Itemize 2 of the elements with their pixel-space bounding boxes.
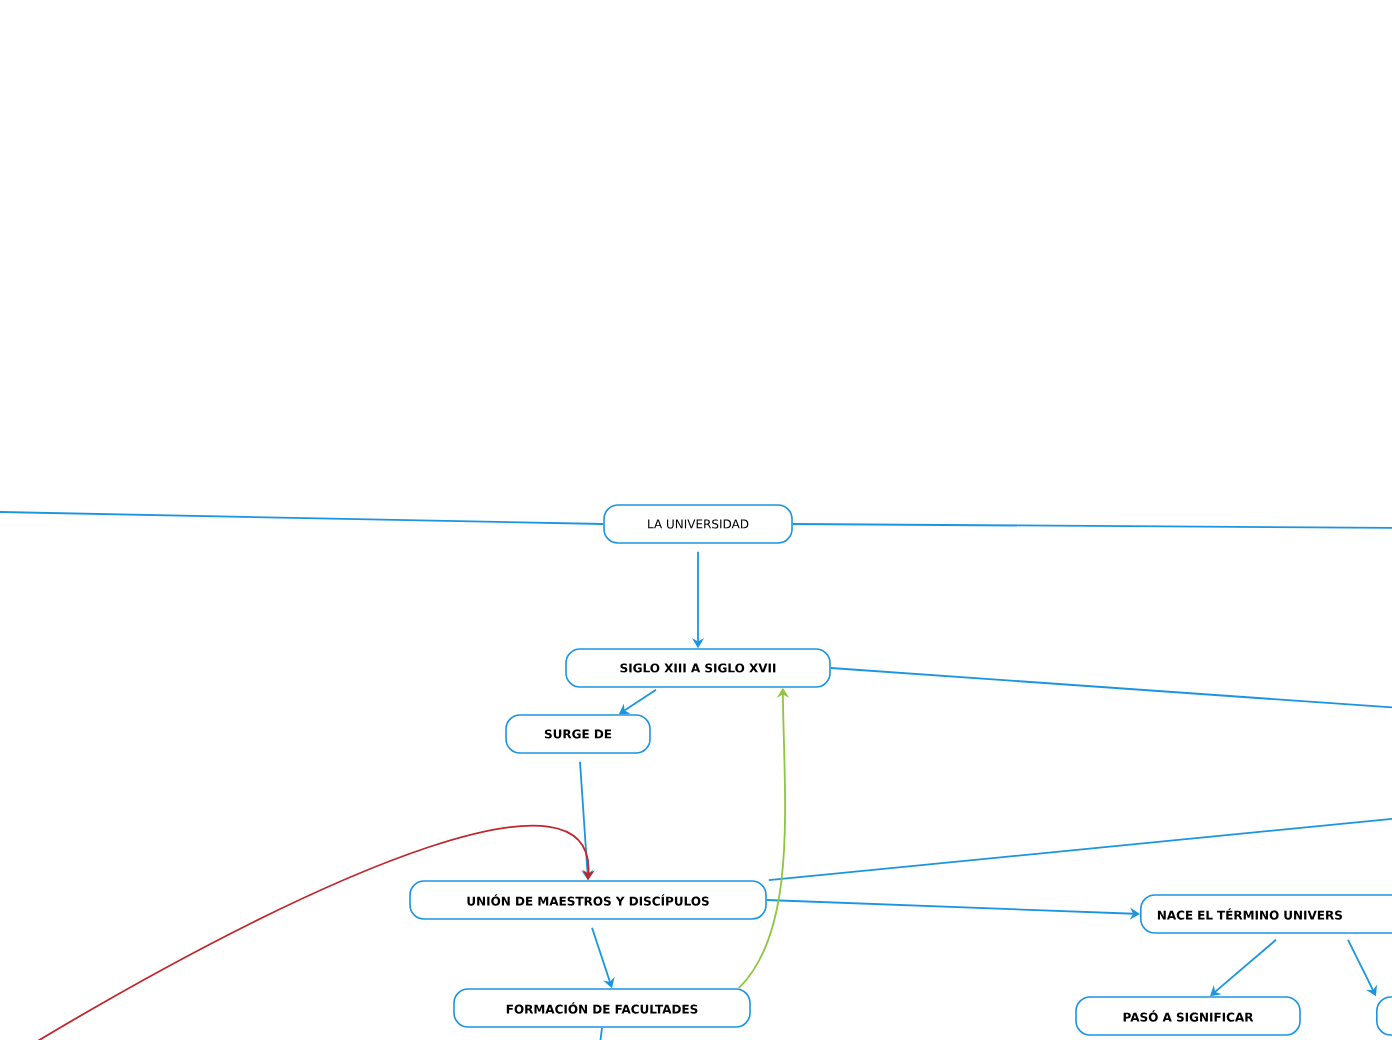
connector-arrow <box>35 825 595 1040</box>
empty-box <box>1376 996 1392 1036</box>
